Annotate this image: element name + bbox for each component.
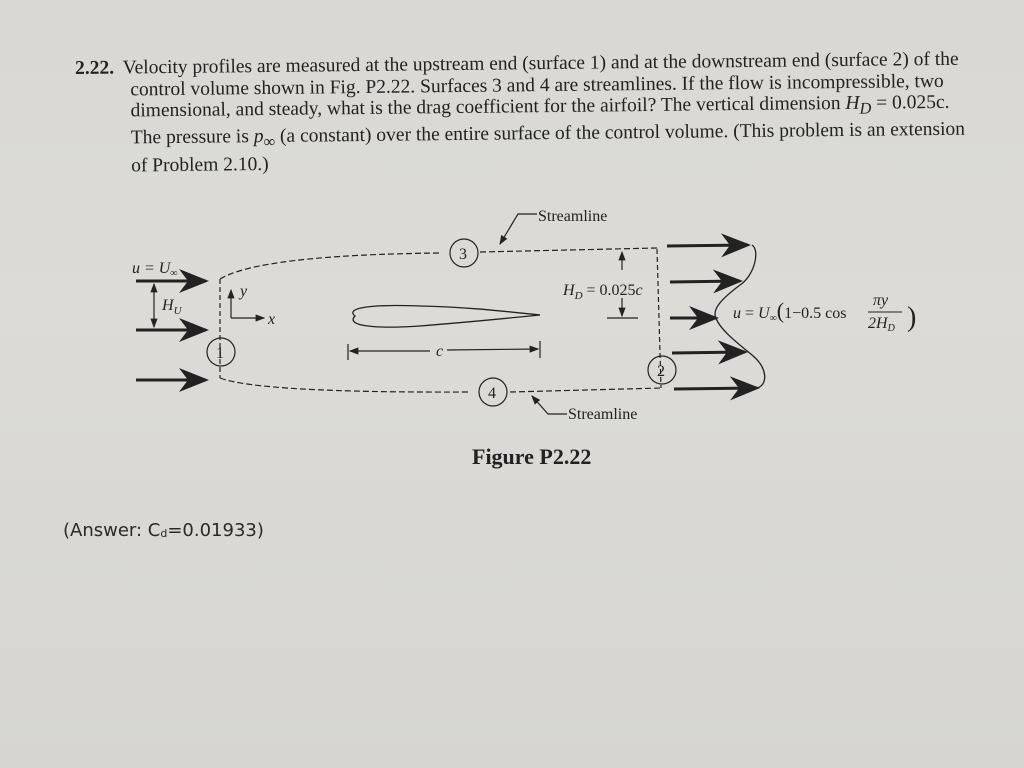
svg-text:2: 2 <box>657 363 665 380</box>
svg-text:Streamline: Streamline <box>568 406 637 423</box>
upstream-arrows <box>136 269 209 392</box>
svg-text:πy: πy <box>873 292 889 309</box>
svg-text:x: x <box>267 311 275 328</box>
svg-text:HU: HU <box>161 297 183 317</box>
svg-text:3: 3 <box>459 246 467 263</box>
svg-text:2HD: 2HD <box>868 315 896 334</box>
svg-text:4: 4 <box>488 385 496 402</box>
svg-text:u = U∞(1−0.5 cos: u = U∞(1−0.5 cos <box>733 298 846 324</box>
svg-text:Streamline: Streamline <box>538 208 607 225</box>
svg-text:c: c <box>436 343 443 360</box>
svg-text:y: y <box>238 283 248 300</box>
answer-note: (Answer: Cd=0.01933) <box>63 520 264 541</box>
svg-text:1: 1 <box>216 345 224 362</box>
svg-text:u = U∞: u = U∞ <box>132 260 178 279</box>
svg-text:HD = 0.025c: HD = 0.025c <box>562 282 643 302</box>
figure-caption: Figure P2.22 <box>472 444 592 469</box>
svg-text:): ) <box>907 302 916 333</box>
